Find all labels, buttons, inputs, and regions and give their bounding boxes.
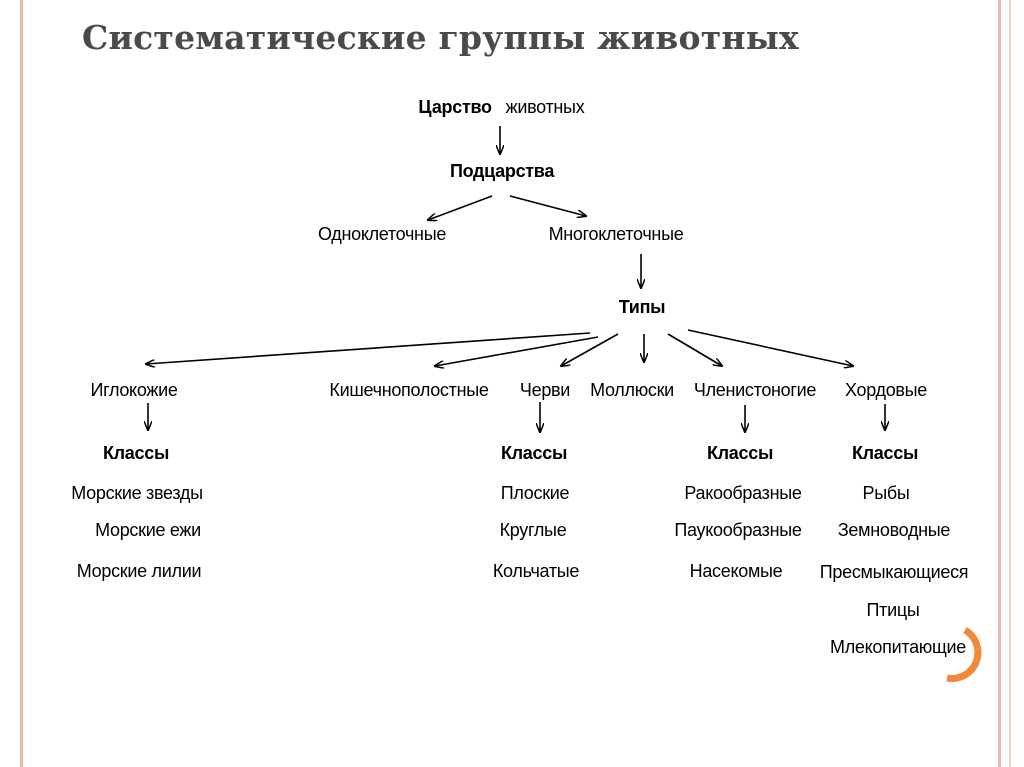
class-item: Плоские — [500, 483, 570, 503]
type-mollusks: Моллюски — [590, 380, 674, 400]
class-item: Рыбы — [862, 483, 910, 503]
class-item: Ракообразные — [684, 483, 802, 503]
class-item: Кольчатые — [492, 561, 580, 581]
class-item: Насекомые — [689, 561, 783, 581]
slide-title: Систематические группы животных — [82, 18, 799, 57]
slide-frame-left — [20, 0, 23, 767]
multicellular-label: Многоклеточные — [548, 224, 684, 244]
classes-heading-worms: Классы — [500, 443, 568, 463]
type-chordates: Хордовые — [844, 380, 928, 400]
type-echinoderms: Иглокожие — [90, 380, 178, 400]
arrow-to-chordates — [687, 329, 853, 366]
class-item: Морские звезды — [71, 483, 203, 503]
arrow-to-worms — [561, 333, 619, 366]
types-heading: Типы — [618, 297, 666, 317]
arrow-to-unicellular — [428, 195, 493, 220]
classes-heading-chordates: Классы — [851, 443, 919, 463]
class-item: Морские ежи — [95, 520, 201, 540]
class-item: Земноводные — [837, 520, 951, 540]
type-worms: Черви — [519, 380, 571, 400]
class-item: Круглые — [499, 520, 567, 540]
class-item: Птицы — [866, 600, 920, 620]
type-coelenterates: Кишечнополостные — [329, 380, 489, 400]
slide-frame-right — [998, 0, 1001, 767]
slide-frame-right-inner — [1009, 0, 1011, 767]
subkingdoms-heading: Подцарства — [449, 161, 555, 181]
kingdom-label-word1: Царство — [418, 97, 492, 117]
class-item: Пресмыкающиеся — [819, 562, 969, 582]
arrow-to-multicellular — [509, 195, 586, 216]
class-item: Паукообразные — [674, 520, 802, 540]
arrow-to-echinoderms — [146, 332, 591, 364]
classes-heading-echinoderms: Классы — [102, 443, 170, 463]
kingdom-label-word2: животных — [505, 97, 585, 117]
arrow-to-arthropods — [667, 333, 722, 366]
classes-heading-arthropods: Классы — [706, 443, 774, 463]
arrow-to-coelenterates — [435, 336, 599, 366]
class-item: Млекопитающие — [830, 637, 966, 657]
decorative-arc — [946, 626, 982, 682]
type-arthropods: Членистоногие — [693, 380, 817, 400]
unicellular-label: Одноклеточные — [317, 224, 447, 244]
class-item: Морские лилии — [76, 561, 202, 581]
